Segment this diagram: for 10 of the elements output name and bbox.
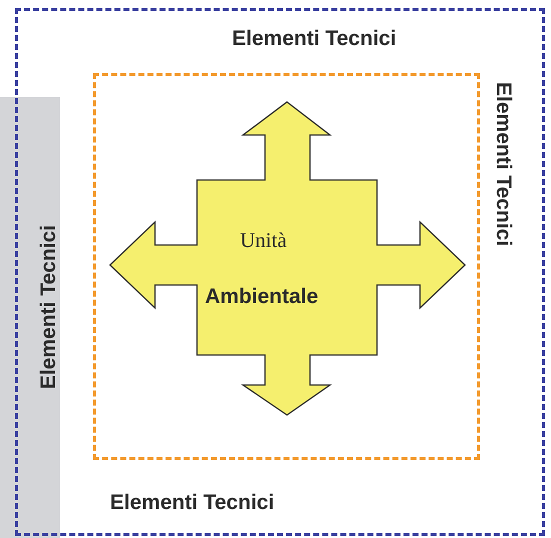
frame-label: Elementi Tecnici bbox=[232, 28, 396, 49]
frame-label: Elementi Tecnici bbox=[110, 492, 274, 513]
dashed-frame bbox=[93, 73, 480, 460]
dashed-frame bbox=[15, 8, 545, 536]
side-band bbox=[0, 97, 60, 538]
four-way-arrow bbox=[110, 102, 466, 416]
unit-label: Unità bbox=[240, 230, 287, 251]
unit-label: Ambientale bbox=[205, 286, 318, 307]
frame-label: Elementi Tecnici bbox=[493, 82, 514, 246]
frame-label: Elementi Tecnici bbox=[38, 225, 59, 390]
